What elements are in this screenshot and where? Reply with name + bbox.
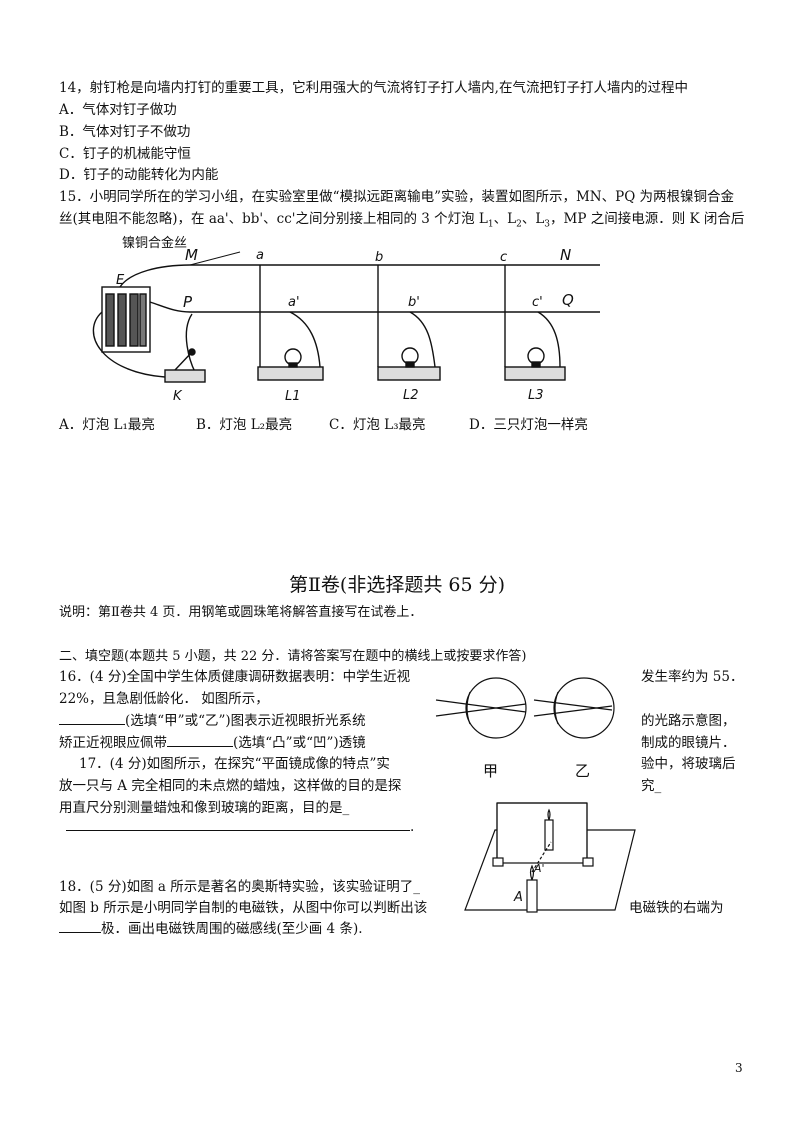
- label-c: c: [500, 250, 508, 265]
- q17-line1-right: 验中，将玻璃后: [641, 756, 736, 772]
- q15-option-d: D．三只灯泡一样亮: [469, 417, 588, 433]
- q16-line4-right: 制成的眼镜片．: [641, 735, 736, 751]
- q18-line2: 如图 b 所示是小明同学自制的电磁铁，从图中你可以判断出该: [59, 900, 428, 916]
- q17-answer-blank[interactable]: [66, 818, 410, 831]
- q18-line3: 极．画出电磁铁周围的磁感线(至少画 4 条).: [59, 920, 363, 938]
- q14-option-a: A．气体对钉子做功: [59, 102, 177, 118]
- q17-line3: 用直尺分别测量蜡烛和像到玻璃的距离，目的是_: [59, 800, 350, 816]
- circuit-diagram: [92, 251, 600, 383]
- q15-stem-line2: 丝(其电阻不能忽略)，在 aa'、bb'、cc'之间分别接上相同的 3 个灯泡 …: [59, 211, 745, 230]
- section-title: 第Ⅱ卷(非选择题共 65 分): [289, 574, 505, 596]
- q16-line2: 22%，且急剧低龄化． 如图所示，: [59, 691, 269, 707]
- label-a-prime: a': [288, 295, 300, 310]
- q16-line1-right: 发生率约为 55．: [641, 669, 744, 685]
- q14-option-d: D．钉子的动能转化为内能: [59, 167, 219, 183]
- label-Q: Q: [562, 291, 574, 309]
- q16-line3: (选填“甲”或“乙”)图表示近视眼折光系统: [59, 712, 366, 730]
- label-E: E: [116, 273, 125, 288]
- label-P: P: [183, 293, 193, 311]
- eye-label-jia: 甲: [483, 762, 499, 780]
- q16-answer-blank-1[interactable]: [59, 712, 125, 725]
- label-L2: L2: [403, 388, 419, 403]
- label-K: K: [173, 389, 182, 404]
- q15-stem-line1: 15．小明同学所在的学习小组，在实验室里做“模拟远距离输电”实验，装置如图所示，…: [59, 189, 735, 205]
- q17-line2-right: 究_: [641, 778, 662, 794]
- q16-line3-right: 的光路示意图，: [641, 713, 736, 729]
- q15-option-a: A．灯泡 L₁最亮: [59, 417, 155, 433]
- q16-answer-blank-2[interactable]: [167, 734, 233, 747]
- candle-label-A-prime: A': [534, 862, 545, 875]
- eye-diagram: [435, 677, 615, 739]
- label-c-prime: c': [532, 295, 543, 310]
- q14-stem: 14，射钉枪是向墙内打钉的重要工具，它利用强大的气流将钉子打人墙内,在气流把钉子…: [59, 80, 688, 96]
- q18-answer-blank[interactable]: [59, 920, 101, 933]
- q17-line4: .: [66, 818, 414, 836]
- wire-label: 镍铜合金丝: [122, 236, 188, 251]
- plane-mirror-diagram: [464, 802, 636, 913]
- eye-label-yi: 乙: [575, 762, 591, 780]
- label-L1: L1: [285, 389, 301, 404]
- q17-line2: 放一只与 A 完全相同的未点燃的蜡烛，这样做的目的是探: [59, 778, 402, 794]
- label-L3: L3: [528, 388, 544, 403]
- q16-line1: 16．(4 分)全国中学生体质健康调研数据表明：中学生近视: [59, 669, 411, 685]
- section-note: 说明：第Ⅱ卷共 4 页．用钢笔或圆珠笔将解答直接写在试卷上．: [59, 605, 423, 620]
- q18-line1: 18．(5 分)如图 a 所示是著名的奥斯特实验，该实验证明了_: [59, 879, 420, 895]
- q17-line1: 17．(4 分)如图所示，在探究“平面镜成像的特点”实: [79, 756, 390, 772]
- q16-line4: 矫正近视眼应佩带(选填“凸”或“凹”)透镜: [59, 734, 366, 751]
- label-b-prime: b': [408, 295, 420, 310]
- candle-label-A: A: [514, 890, 523, 905]
- q18-line2-right: 电磁铁的右端为: [629, 900, 724, 916]
- page-number: 3: [735, 1061, 743, 1075]
- label-b: b: [375, 250, 384, 265]
- q14-option-b: B．气体对钉子不做功: [59, 124, 191, 140]
- q15-option-b: B．灯泡 L₂最亮: [196, 417, 293, 433]
- fill-in-heading: 二、填空题(本题共 5 小题，共 22 分．请将答案写在题中的横线上或按要求作答…: [59, 649, 527, 664]
- q15-option-c: C．灯泡 L₃最亮: [329, 417, 426, 433]
- label-M: M: [185, 246, 198, 264]
- label-N: N: [560, 246, 572, 264]
- label-a: a: [256, 248, 264, 263]
- q14-option-c: C．钉子的机械能守恒: [59, 146, 191, 162]
